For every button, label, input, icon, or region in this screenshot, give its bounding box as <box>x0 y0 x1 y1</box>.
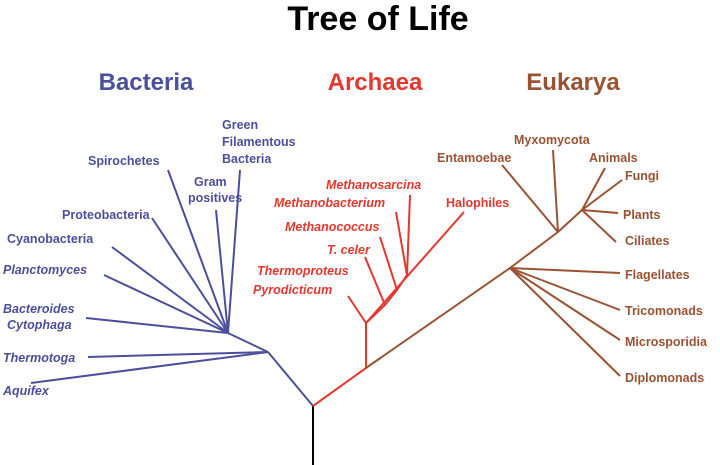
label-cyanobacteria: Cyanobacteria <box>7 232 94 246</box>
label-thermotoga: Thermotoga <box>3 351 75 365</box>
label-bacteroides-line1: Bacteroides <box>3 302 75 316</box>
label-methanobacterium: Methanobacterium <box>274 196 385 210</box>
label-green-filamentous-line1: Green <box>222 118 258 132</box>
diagram-title: Tree of Life <box>287 0 468 38</box>
label-methanococcus: Methanococcus <box>285 220 380 234</box>
domain-eukarya: Eukarya <box>526 69 620 96</box>
label-bacteroides-line2: Cytophaga <box>7 318 72 332</box>
label-aquifex: Aquifex <box>2 384 50 398</box>
label-tricomonads: Tricomonads <box>625 304 703 318</box>
label-gram-positives-line2: positives <box>188 191 242 205</box>
label-planctomyces: Planctomyces <box>3 263 87 277</box>
bacteria-labels: Green Filamentous Bacteria Spirochetes G… <box>2 118 296 398</box>
bacteria-branches <box>30 169 314 407</box>
eukarya-branches <box>365 149 623 377</box>
label-diplomonads: Diplomonads <box>625 371 704 385</box>
domain-bacteria: Bacteria <box>99 69 194 96</box>
label-ciliates: Ciliates <box>625 234 670 248</box>
label-plants: Plants <box>623 208 661 222</box>
label-halophiles: Halophiles <box>446 196 509 210</box>
label-gram-positives-line1: Gram <box>194 175 227 189</box>
label-pyrodicticum: Pyrodicticum <box>253 283 332 297</box>
label-fungi: Fungi <box>625 169 659 183</box>
label-green-filamentous-line2: Filamentous <box>222 135 296 149</box>
label-myxomycota: Myxomycota <box>514 133 591 147</box>
domain-archaea: Archaea <box>328 69 423 96</box>
label-green-filamentous-line3: Bacteria <box>222 152 272 166</box>
label-entamoebae: Entamoebae <box>437 151 511 165</box>
label-t-celer: T. celer <box>327 243 371 257</box>
label-microsporidia: Microsporidia <box>625 335 708 349</box>
label-methanosarcina: Methanosarcina <box>326 178 421 192</box>
eukarya-labels: Myxomycota Entamoebae Animals Fungi Plan… <box>437 133 708 385</box>
archaea-labels: Methanosarcina Methanobacterium Halophil… <box>253 178 509 297</box>
label-animals: Animals <box>589 151 638 165</box>
label-flagellates: Flagellates <box>625 268 690 282</box>
label-spirochetes: Spirochetes <box>88 154 160 168</box>
label-thermoproteus: Thermoproteus <box>257 264 349 278</box>
archaea-branches <box>312 194 465 407</box>
label-proteobacteria: Proteobacteria <box>62 208 151 222</box>
